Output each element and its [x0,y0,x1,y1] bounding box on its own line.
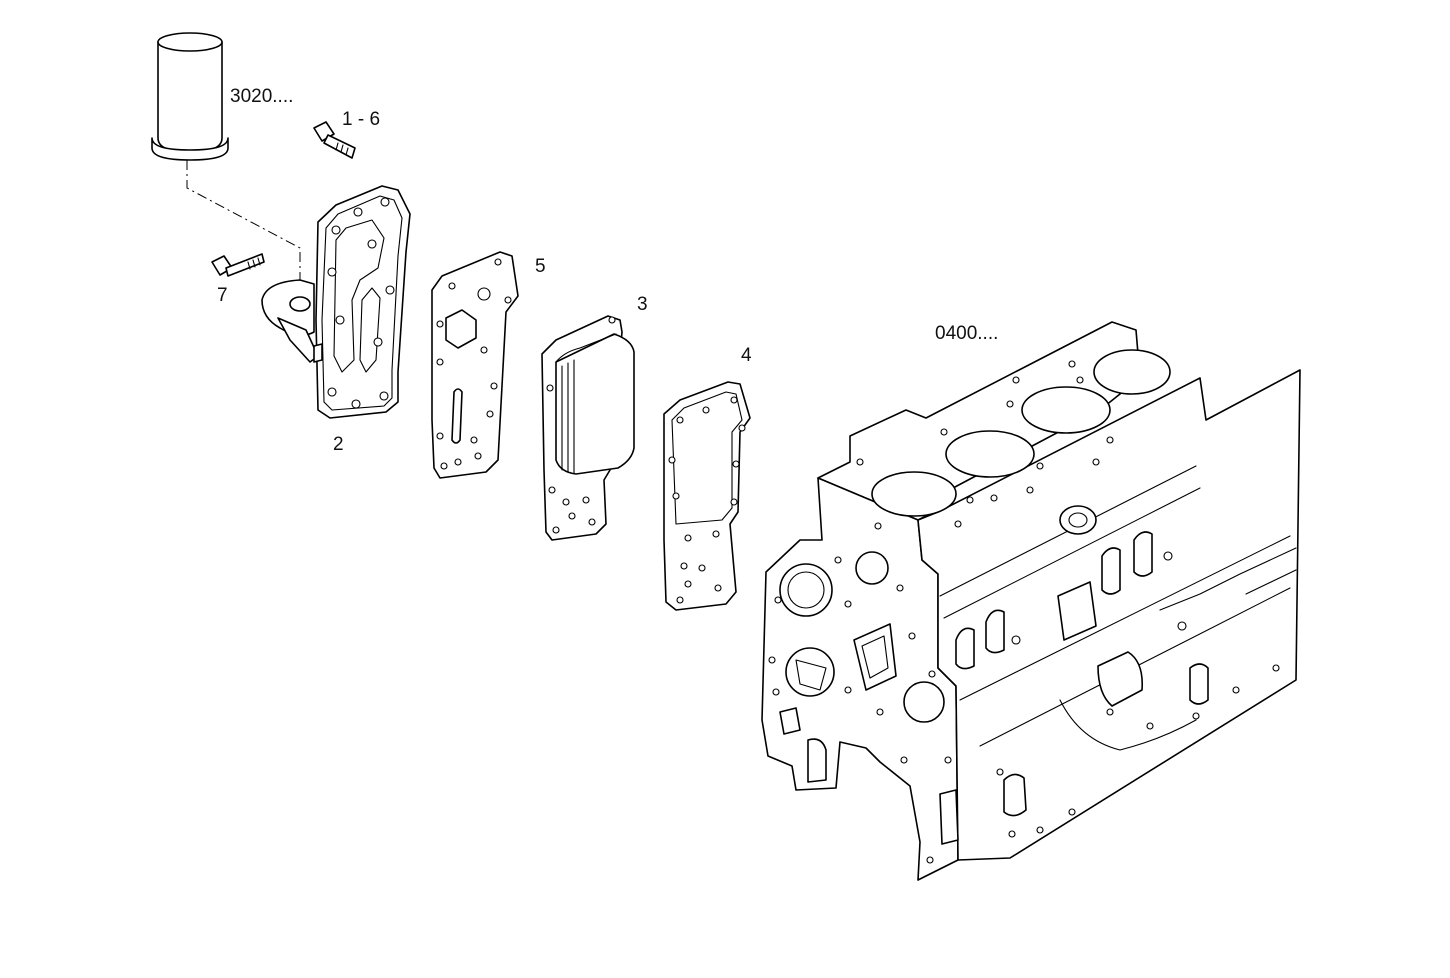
label-block-ref: 0400.... [935,323,999,344]
part-3-oil-cooler [541,315,635,541]
bolt-7 [211,253,265,277]
part-2-filter-support [261,185,411,419]
label-part-4: 4 [741,345,752,366]
label-filter-ref: 3020.... [230,86,294,107]
part-4-gasket [663,381,751,611]
filter-axis-line [186,160,301,300]
engine-block [761,321,1301,881]
part-5-gasket [431,251,519,479]
label-part-3: 3 [637,294,648,315]
oil-filter-cartridge [151,32,229,161]
label-bolt-1-6: 1 - 6 [342,109,381,130]
label-part-2: 2 [333,434,344,455]
bolt-1-6 [313,121,356,159]
label-part-5: 5 [535,256,546,277]
label-bolt-7: 7 [217,285,228,306]
